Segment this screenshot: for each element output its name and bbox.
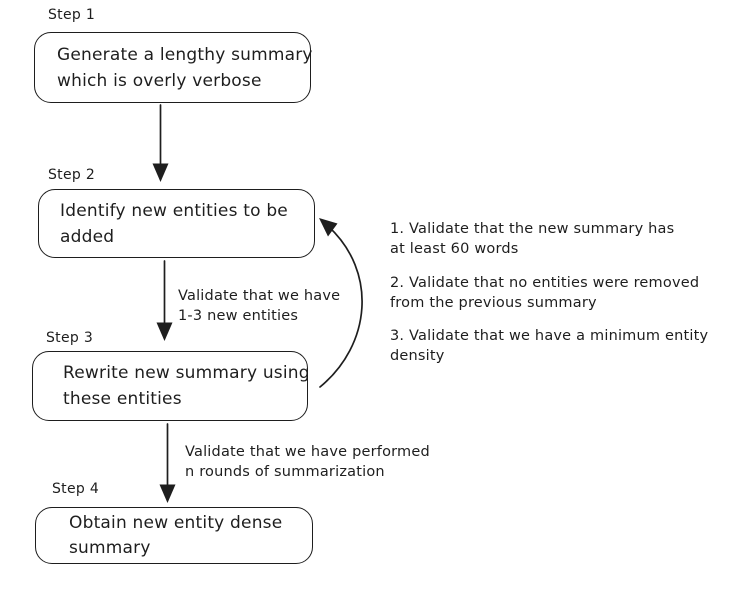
arrow-label-entities-line1: Validate that we have xyxy=(178,288,341,304)
arrow-label-rounds: Validate that we have performed n rounds… xyxy=(185,442,430,482)
annotation-1: 1. Validate that the new summary has at … xyxy=(390,220,674,259)
step2-label: Step 2 xyxy=(48,167,96,183)
arrow-step2-to-step3-icon xyxy=(156,260,173,341)
annotation-1-line1: 1. Validate that the new summary has xyxy=(390,221,675,237)
step2-text-line2: added xyxy=(60,226,115,247)
step4-box: Obtain new entity dense summary xyxy=(35,507,313,564)
annotation-2: 2. Validate that no entities were remove… xyxy=(390,274,699,313)
step2-box: Identify new entities to be added xyxy=(38,189,315,258)
step1-box: Generate a lengthy summary which is over… xyxy=(34,32,313,103)
annotation-3-line2: density xyxy=(390,347,445,364)
step3-text-line1: Rewrite new summary using xyxy=(63,363,310,383)
step4-text-line1: Obtain new entity dense xyxy=(69,512,283,533)
step3-text-line2: these entities xyxy=(63,389,182,409)
arrow-label-entities: Validate that we have 1-3 new entities xyxy=(178,286,340,326)
arrow-label-rounds-line2: n rounds of summarization xyxy=(185,464,385,480)
step1-text-line1: Generate a lengthy summary xyxy=(57,44,313,65)
step4-text-line2: summary xyxy=(69,537,151,558)
arrow-step3-to-step4-icon xyxy=(159,423,176,503)
annotation-3-line1: 3. Validate that we have a minimum entit… xyxy=(390,328,709,344)
arrow-label-entities-line2: 1-3 new entities xyxy=(178,308,299,324)
step1-text-line2: which is overly verbose xyxy=(57,70,262,91)
annotation-3: 3. Validate that we have a minimum entit… xyxy=(390,327,708,366)
step4-label: Step 4 xyxy=(52,481,100,497)
arrow-step1-to-step2-icon xyxy=(152,104,169,182)
step3-label: Step 3 xyxy=(46,330,94,346)
arrow-label-rounds-line1: Validate that we have performed xyxy=(185,444,430,460)
annotation-2-line1: 2. Validate that no entities were remove… xyxy=(390,275,700,291)
step1-label: Step 1 xyxy=(48,7,96,23)
annotation-1-line2: at least 60 words xyxy=(390,240,519,257)
step3-box: Rewrite new summary using these entities xyxy=(32,351,310,421)
annotation-2-line2: from the previous summary xyxy=(390,294,597,311)
step2-text-line1: Identify new entities to be xyxy=(60,200,288,221)
